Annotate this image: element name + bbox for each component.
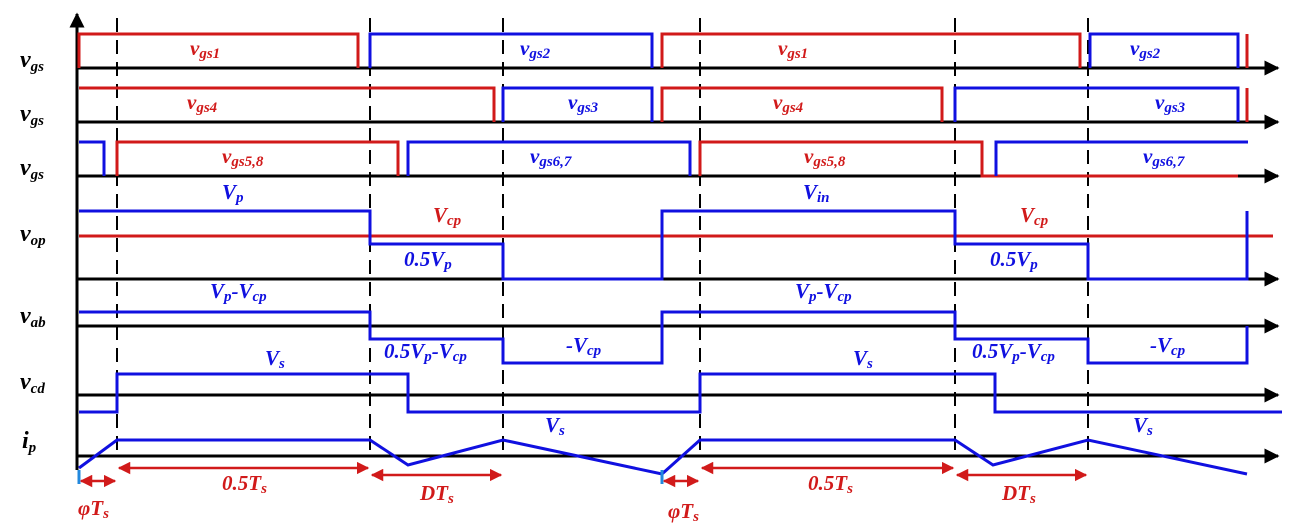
row6-annotations: Vs Vs [265, 346, 873, 372]
axes [69, 12, 1280, 470]
row1-annotations: vgs1 vgs2 vgs1 vgs2 [190, 36, 1161, 62]
wave-vgs3 [501, 86, 654, 122]
annotation-vgs67: vgs6,7 [530, 144, 572, 170]
dashed-guides [116, 18, 1089, 458]
annotation-vs: Vs [1133, 413, 1153, 439]
row-label-vcd: vcd [20, 369, 45, 397]
annotation-vcp: Vcp [1020, 203, 1049, 229]
annotation-vgs58: vgs5,8 [804, 144, 846, 170]
annotation-vgs67: vgs6,7 [1143, 144, 1185, 170]
interval-label-phi-ts: φTs [78, 496, 109, 522]
row-label-vab: vab [20, 303, 46, 331]
annotation-vgs2: vgs2 [1130, 36, 1161, 62]
annotation-vin: Vin [803, 180, 830, 206]
row4-annotations: Vp Vcp 0.5Vp Vin Vcp 0.5Vp [222, 180, 1049, 273]
interval-label-d-ts: DTs [1001, 481, 1036, 507]
annotation-neg-vcp: -Vcp [1150, 333, 1186, 359]
wave-vgs4 [79, 86, 496, 122]
wave-vop [79, 209, 1249, 281]
annotation-vp: Vp [222, 180, 244, 206]
annotation-neg-vcp: -Vcp [566, 333, 602, 359]
wave-vgs2 [368, 32, 654, 68]
annotation-half-vp-minus-vcp: 0.5Vp-Vcp [972, 339, 1055, 365]
annotation-half-vp: 0.5Vp [990, 247, 1038, 273]
annotation-vgs2: vgs2 [520, 36, 551, 62]
row7-annotations: Vs Vs [545, 413, 1153, 439]
annotation-vs: Vs [853, 346, 873, 372]
row-label-vop: vop [20, 221, 46, 249]
wave-vcd [79, 372, 1282, 414]
annotation-vp-minus-vcp: Vp-Vcp [210, 279, 267, 305]
wave-vgs67 [406, 140, 692, 176]
wave-vab [79, 310, 1249, 365]
annotation-vgs4: vgs4 [773, 90, 804, 116]
row-labels: vgs vgs vgs vop vab vcd ip [20, 47, 46, 456]
wave-vgs67 [79, 140, 106, 176]
interval-label-phi-ts: φTs [668, 499, 699, 525]
row-label-ip: ip [22, 428, 37, 456]
wave-vgs1 [660, 32, 1082, 68]
annotation-vgs3: vgs3 [568, 90, 599, 116]
annotation-vp-minus-vcp: Vp-Vcp [795, 279, 852, 305]
wave-vgs58 [115, 140, 400, 176]
annotation-half-vp: 0.5Vp [404, 247, 452, 273]
row3-annotations: vgs5,8 vgs6,7 vgs5,8 vgs6,7 [222, 144, 1185, 170]
annotation-vs: Vs [545, 413, 565, 439]
annotation-vgs4: vgs4 [187, 90, 218, 116]
annotation-vgs1: vgs1 [778, 36, 808, 62]
interval-label-d-ts: DTs [419, 481, 454, 507]
wave-vgs3 [953, 86, 1240, 122]
row5-annotations: Vp-Vcp 0.5Vp-Vcp -Vcp Vp-Vcp 0.5Vp-Vcp -… [210, 279, 1186, 365]
row-label-vgs: vgs [20, 101, 44, 129]
interval-label-half-ts: 0.5Ts [222, 471, 267, 497]
interval-label-half-ts: 0.5Ts [808, 471, 853, 497]
annotation-half-vp-minus-vcp: 0.5Vp-Vcp [384, 339, 467, 365]
row2-annotations: vgs4 vgs3 vgs4 vgs3 [187, 90, 1186, 116]
waveforms [77, 32, 1282, 484]
row-label-vgs: vgs [20, 47, 44, 75]
wave-vgs1 [77, 32, 360, 68]
wave-vgs2 [1088, 32, 1240, 68]
annotation-vgs58: vgs5,8 [222, 144, 264, 170]
wave-vgs4 [660, 86, 944, 122]
annotation-vcp: Vcp [433, 203, 462, 229]
annotation-vs: Vs [265, 346, 285, 372]
annotation-vgs3: vgs3 [1155, 90, 1186, 116]
interval-labels: φTs 0.5Ts DTs φTs 0.5Ts DTs [78, 471, 1036, 525]
annotation-vgs1: vgs1 [190, 36, 220, 62]
wave-vgs58 [698, 140, 1238, 178]
interval-arrows [79, 461, 1088, 488]
wave-vgs67 [994, 140, 1248, 176]
row-label-vgs: vgs [20, 155, 44, 183]
